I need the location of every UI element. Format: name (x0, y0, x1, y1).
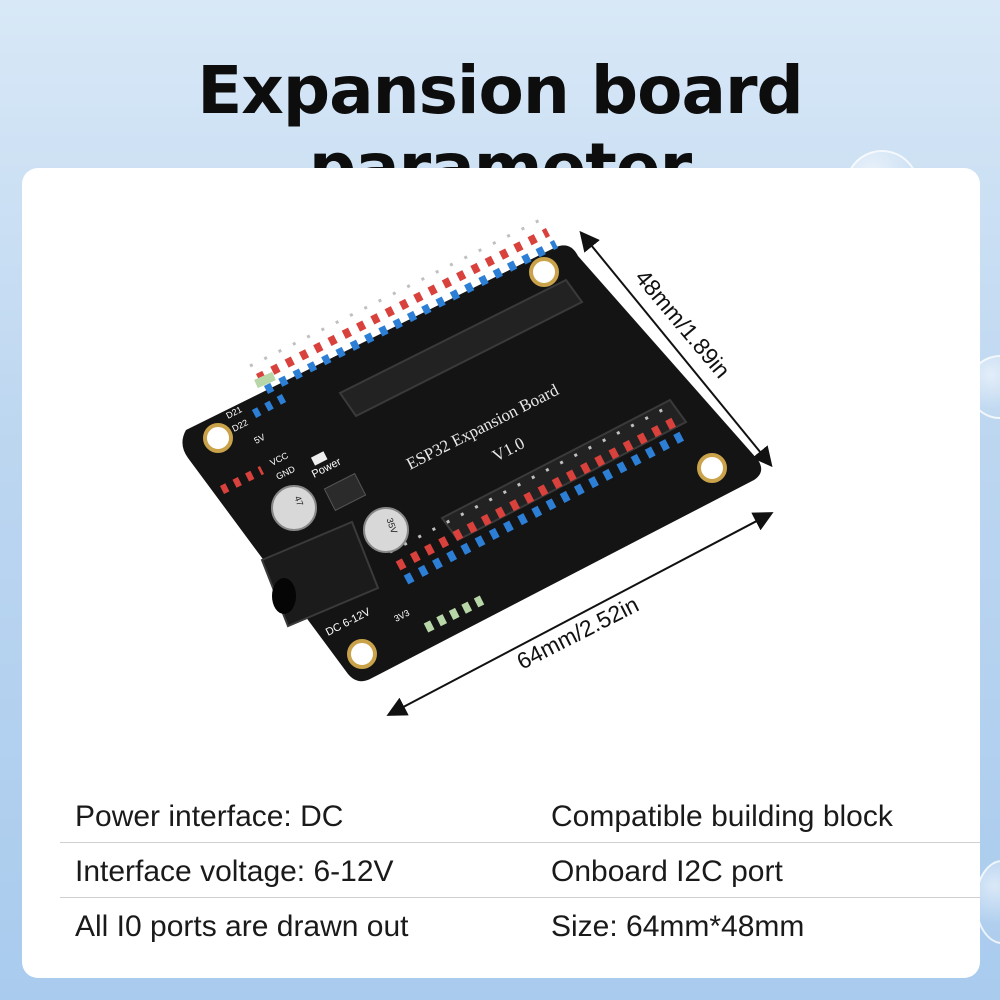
spec-table: Power interface: DC Compatible building … (60, 788, 980, 952)
pcb-board: ESP32 Expansion Board V1.0 Power 47 35V … (182, 218, 762, 682)
width-dimension-arrow (386, 512, 774, 716)
capacitor: 47 (271, 485, 317, 531)
height-dimension-arrow (579, 230, 773, 468)
spec-i2c-port: Onboard I2C port (551, 855, 783, 888)
mounting-hole (203, 423, 233, 453)
mounting-hole (529, 257, 559, 287)
pin-row-top (249, 218, 559, 395)
female-header-bottom (440, 398, 688, 542)
pin-row-left (219, 394, 287, 495)
mounting-hole (347, 639, 377, 669)
dc-power-jack (260, 520, 380, 628)
spec-row: Power interface: DC Compatible building … (60, 788, 980, 843)
spec-power-interface: Power interface: DC (75, 800, 344, 833)
power-led (310, 451, 328, 466)
pin-label: 5V (252, 432, 266, 446)
capacitor: 35V (363, 507, 409, 553)
spec-interface-voltage: Interface voltage: 6-12V (75, 855, 394, 888)
width-dimension-label: 64mm/2.52in (512, 591, 642, 675)
mounting-hole (697, 453, 727, 483)
female-header-top (338, 278, 584, 418)
voltage-regulator (323, 472, 367, 512)
spec-compatibility: Compatible building block (551, 800, 893, 833)
spec-row: Interface voltage: 6-12V Onboard I2C por… (60, 843, 980, 898)
spec-io-ports: All I0 ports are drawn out (75, 910, 409, 943)
board-diagram: 48mm/1.89in 64mm/2.52in (182, 218, 774, 716)
svg-text:47: 47 (292, 494, 305, 507)
spec-row: All I0 ports are drawn out Size: 64mm*48… (60, 898, 980, 952)
pin-row-bottom (389, 406, 685, 633)
parameter-card: 48mm/1.89in 64mm/2.52in (22, 168, 980, 978)
spec-size: Size: 64mm*48mm (551, 910, 805, 943)
